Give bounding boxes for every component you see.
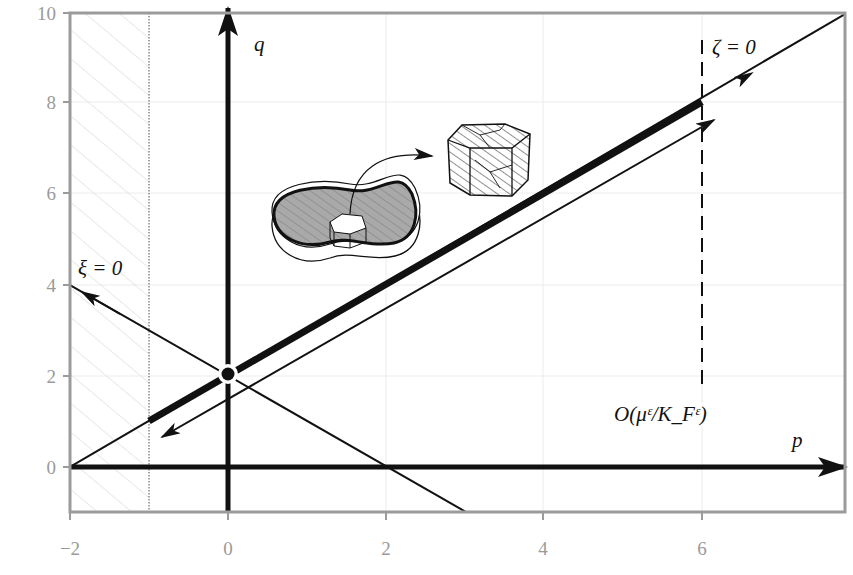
zeta-line — [70, 14, 845, 467]
hatched-region — [70, 13, 149, 512]
point-halo — [218, 364, 238, 384]
tick-marks — [63, 13, 702, 520]
x-tick-label: 0 — [223, 539, 233, 558]
body-illustration — [272, 155, 432, 261]
x-tick-label: 6 — [697, 539, 707, 558]
dimension-label: O(μᵋ/K_Fᵋ) — [612, 403, 709, 426]
thick-segment — [149, 102, 702, 421]
boundary-line — [149, 13, 150, 512]
axis-label: q — [254, 34, 265, 55]
p-axis — [70, 465, 846, 470]
x-tick-label: −2 — [60, 539, 80, 558]
double-arrow — [162, 120, 714, 437]
y-tick-label: 8 — [47, 93, 57, 112]
x-tick-label: 2 — [381, 539, 391, 558]
xi-arrow — [82, 292, 120, 314]
grid — [70, 13, 845, 512]
y-tick-label: 0 — [47, 458, 57, 477]
q-axis — [226, 8, 231, 512]
xi-line — [70, 285, 466, 512]
y-tick-label: 6 — [47, 184, 57, 203]
y-tick-label: 4 — [47, 276, 57, 295]
y-tick-label: 10 — [37, 4, 56, 23]
curve-label: ζ = 0 — [710, 36, 758, 59]
grain-illustration — [448, 124, 530, 196]
point — [222, 368, 235, 381]
frame — [70, 13, 845, 512]
x-tick-label: 4 — [538, 539, 548, 558]
y-tick-label: 2 — [47, 367, 57, 386]
curve-label: ξ = 0 — [78, 258, 122, 279]
dashed-bound — [701, 40, 703, 392]
axis-label: p — [792, 430, 803, 451]
